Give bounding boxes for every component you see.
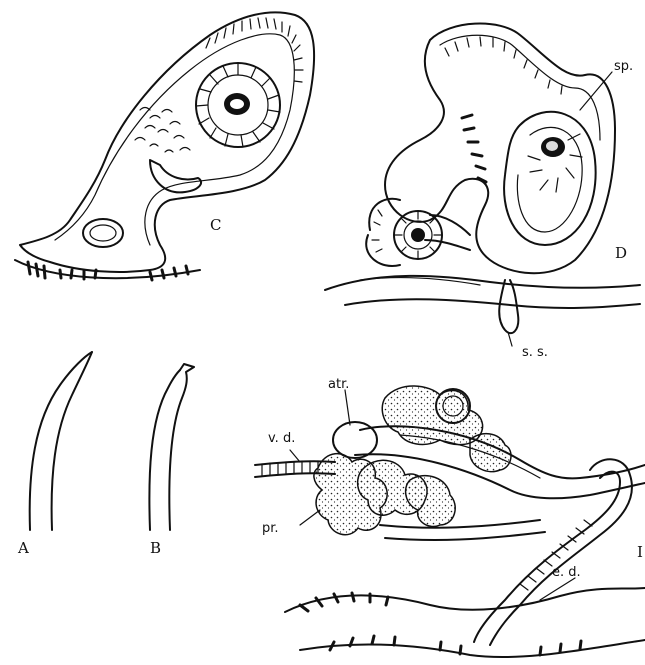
label-sp: sp. [614, 59, 633, 74]
label-ed: e. d. [552, 565, 581, 580]
figure-label-c: C [210, 216, 221, 234]
label-atr: atr. [328, 377, 349, 392]
label-pr: pr. [262, 521, 279, 536]
figure-c-drawing [15, 12, 314, 280]
figure-label-e: I [637, 543, 643, 561]
label-ss: s. s. [522, 345, 548, 360]
label-vd: v. d. [268, 431, 295, 446]
figure-label-b: B [150, 539, 161, 557]
figure-a-seta [30, 352, 92, 530]
figure-label-d: D [615, 244, 627, 262]
figure-label-a: A [17, 539, 29, 557]
figure-b-seta [149, 364, 194, 530]
figure-e-drawing [255, 386, 645, 657]
figure-d-drawing [325, 24, 640, 346]
